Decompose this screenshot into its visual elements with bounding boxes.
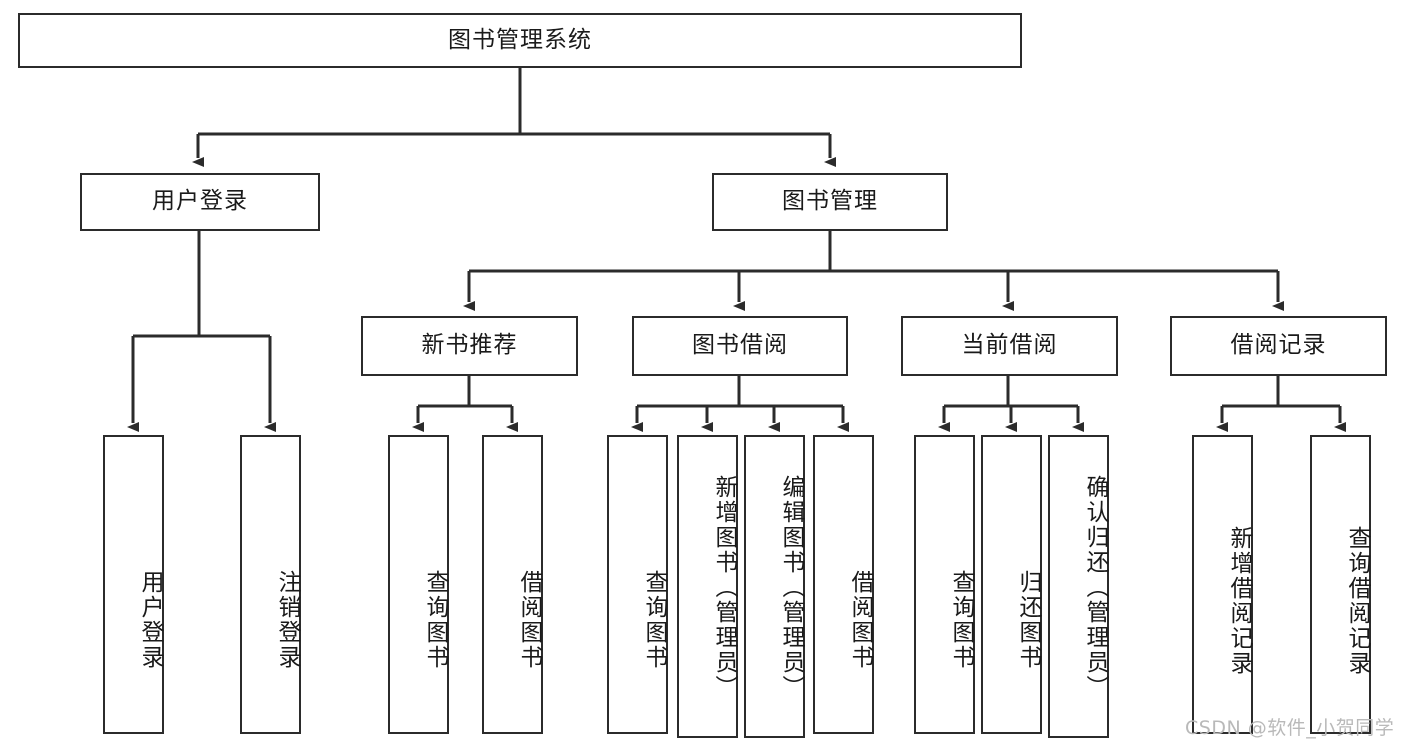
node-leaf-query-book-borrow[interactable]: 查询图书 xyxy=(607,435,668,734)
node-leaf-add-borrow-record[interactable]: 新增借阅记录 xyxy=(1192,435,1253,734)
node-book-management[interactable]: 图书管理 xyxy=(712,173,948,231)
node-leaf-confirm-return-admin-label: 确认归还（管理员） xyxy=(1082,475,1108,700)
node-leaf-query-book-current[interactable]: 查询图书 xyxy=(914,435,975,734)
node-leaf-add-book-admin-label: 新增图书（管理员） xyxy=(711,475,737,700)
node-new-book-recommend[interactable]: 新书推荐 xyxy=(361,316,578,376)
node-leaf-add-borrow-record-label: 新增借阅记录 xyxy=(1226,525,1252,676)
node-leaf-query-borrow-record[interactable]: 查询借阅记录 xyxy=(1310,435,1371,734)
node-user-login-label: 用户登录 xyxy=(152,188,248,215)
node-book-borrow-label: 图书借阅 xyxy=(692,332,788,359)
node-leaf-user-login-label: 用户登录 xyxy=(137,569,163,670)
node-leaf-user-login[interactable]: 用户登录 xyxy=(103,435,164,734)
node-borrow-record[interactable]: 借阅记录 xyxy=(1170,316,1387,376)
node-current-borrow[interactable]: 当前借阅 xyxy=(901,316,1118,376)
node-leaf-borrow-book-label: 借阅图书 xyxy=(847,569,873,670)
node-leaf-logout-label: 注销登录 xyxy=(274,569,300,670)
node-leaf-add-book-admin[interactable]: 新增图书（管理员） xyxy=(677,435,738,738)
node-book-management-label: 图书管理 xyxy=(782,188,878,215)
node-leaf-query-book-current-label: 查询图书 xyxy=(948,569,974,670)
node-leaf-borrow-book-recommend-label: 借阅图书 xyxy=(516,569,542,670)
watermark: CSDN @软件_小贺同学 xyxy=(1185,717,1395,739)
node-leaf-return-book[interactable]: 归还图书 xyxy=(981,435,1042,734)
node-leaf-query-book-borrow-label: 查询图书 xyxy=(641,569,667,670)
node-leaf-query-book-recommend-label: 查询图书 xyxy=(422,569,448,670)
node-leaf-edit-book-admin-label: 编辑图书（管理员） xyxy=(778,475,804,700)
node-leaf-confirm-return-admin[interactable]: 确认归还（管理员） xyxy=(1048,435,1109,738)
node-leaf-borrow-book[interactable]: 借阅图书 xyxy=(813,435,874,734)
node-new-book-recommend-label: 新书推荐 xyxy=(421,332,518,359)
node-leaf-query-borrow-record-label: 查询借阅记录 xyxy=(1344,525,1370,676)
node-current-borrow-label: 当前借阅 xyxy=(961,332,1058,359)
node-root[interactable]: 图书管理系统 xyxy=(18,13,1022,68)
node-leaf-logout[interactable]: 注销登录 xyxy=(240,435,301,734)
node-leaf-return-book-label: 归还图书 xyxy=(1015,569,1041,670)
node-user-login[interactable]: 用户登录 xyxy=(80,173,320,231)
node-borrow-record-label: 借阅记录 xyxy=(1230,332,1327,359)
node-leaf-edit-book-admin[interactable]: 编辑图书（管理员） xyxy=(744,435,805,738)
node-root-label: 图书管理系统 xyxy=(448,26,592,53)
node-leaf-query-book-recommend[interactable]: 查询图书 xyxy=(388,435,449,734)
node-book-borrow[interactable]: 图书借阅 xyxy=(632,316,848,376)
node-leaf-borrow-book-recommend[interactable]: 借阅图书 xyxy=(482,435,543,734)
